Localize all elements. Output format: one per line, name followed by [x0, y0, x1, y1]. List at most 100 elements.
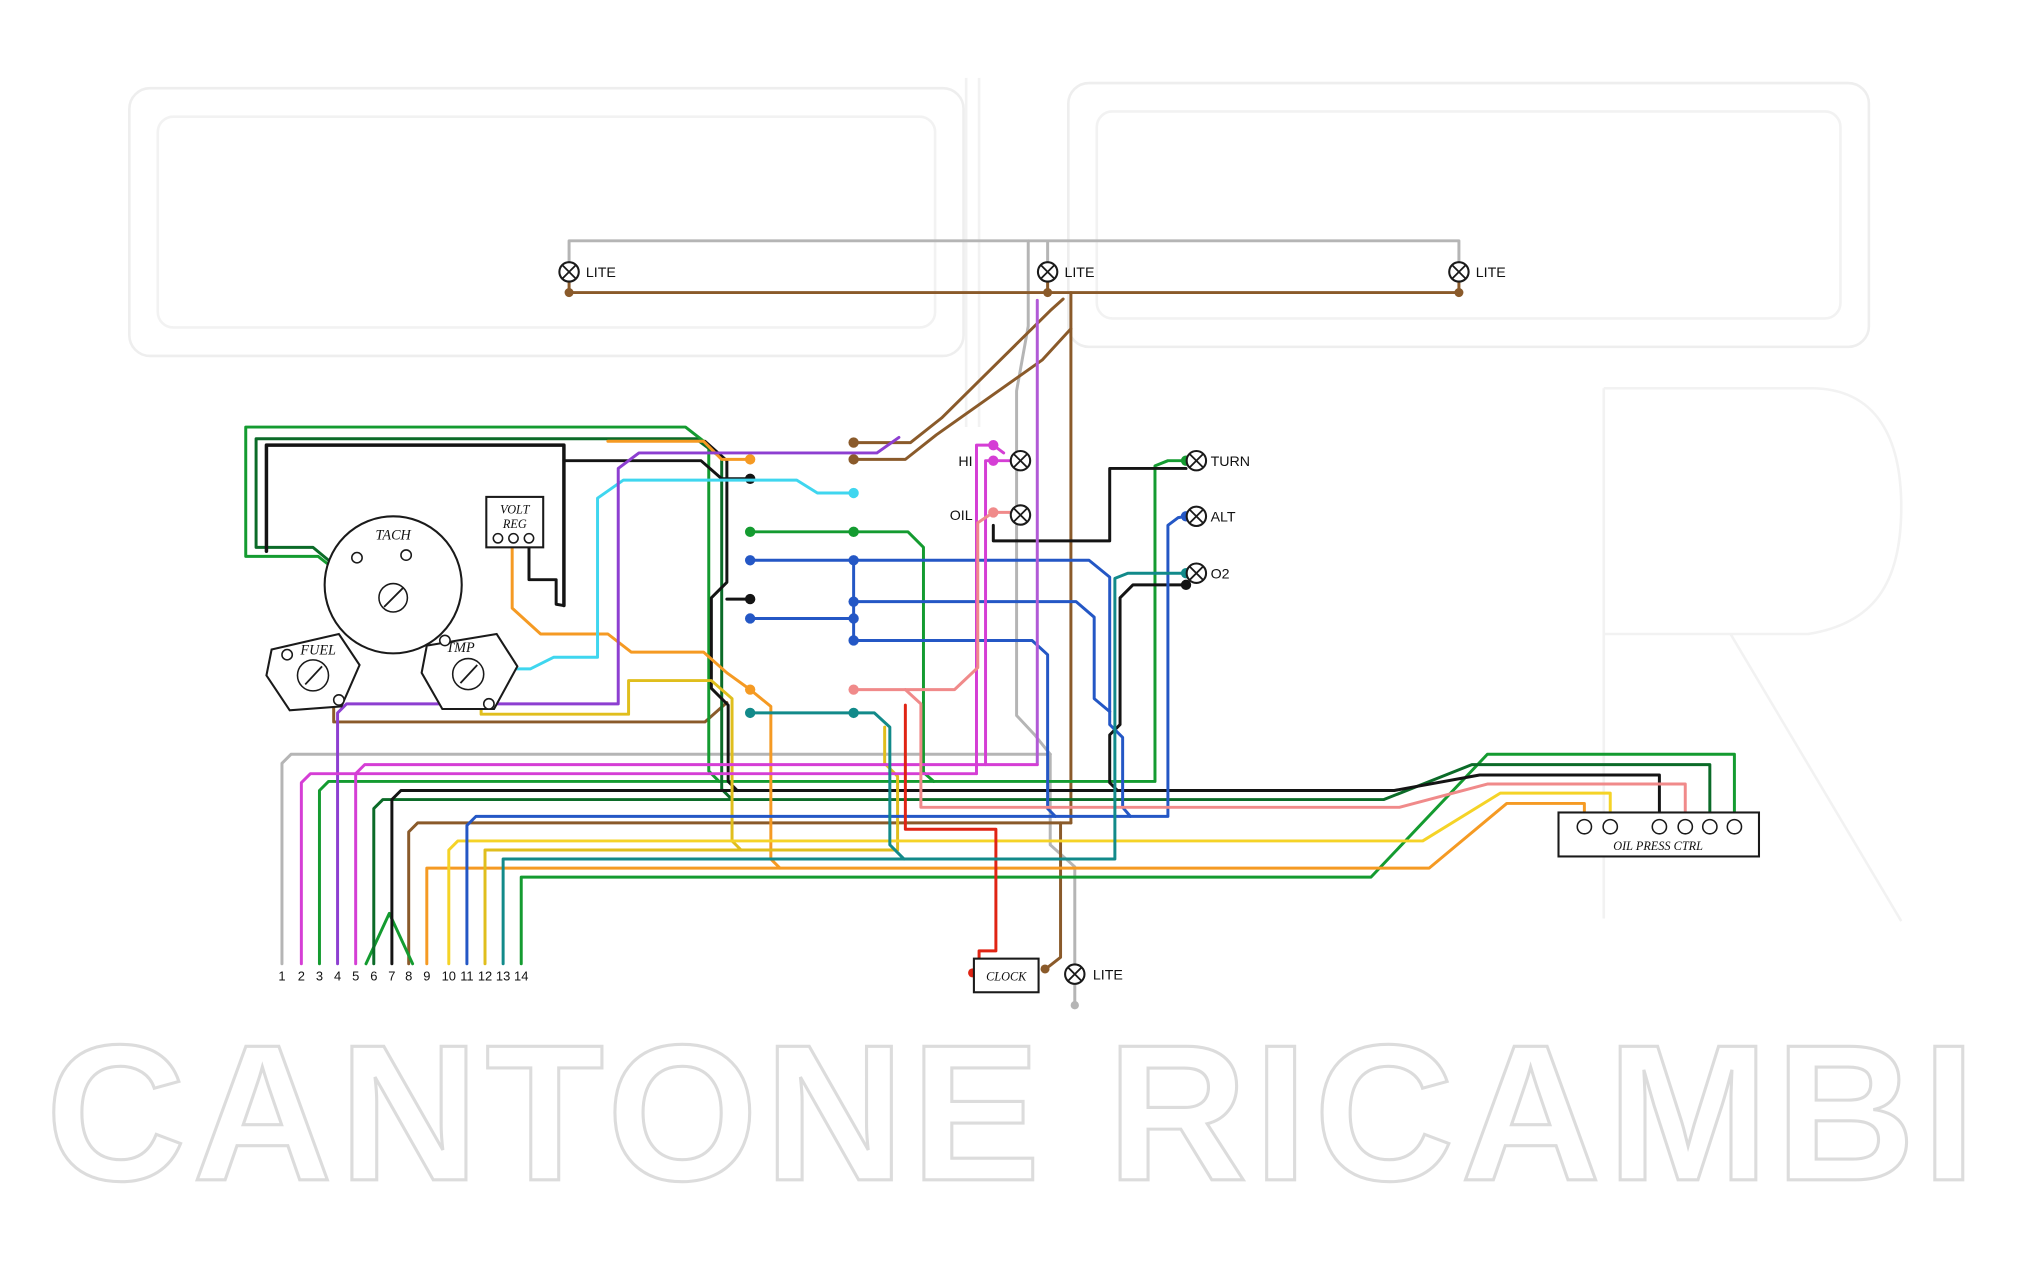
gauge-terminal — [351, 551, 363, 564]
terminal-number: 12 — [478, 969, 492, 984]
lamp-label: LITE — [1476, 265, 1506, 281]
lamp-label: LITE — [1093, 967, 1123, 983]
splice-dot — [564, 288, 574, 298]
wire-orange-from-voltreg — [510, 543, 752, 692]
wire-green-column-drop — [852, 530, 936, 783]
oil-press-terminal — [1726, 818, 1743, 835]
terminal-strip: 1 2 3 4 5 6 7 8 9 10 11 12 13 14 — [278, 969, 528, 984]
wire-black-oil-loop — [991, 466, 1188, 543]
splice-dot — [848, 613, 859, 624]
lamp-x-icon — [1188, 508, 1204, 524]
lamp-x-icon — [1040, 264, 1055, 280]
watermark-text: CANTONE RICAMBI — [46, 1005, 1982, 1222]
gauge-needle-icon — [383, 586, 405, 608]
splice-dot — [744, 593, 756, 605]
wire-orange-bundle-top — [606, 439, 752, 461]
gauge-fuel: FUEL — [265, 632, 361, 712]
splice-dot — [744, 707, 756, 719]
splice-dot — [1070, 1001, 1079, 1010]
splice-dot — [848, 437, 859, 448]
oil-press-terminal — [1576, 818, 1593, 835]
wire-green-to-oil-press — [519, 752, 1736, 966]
wires-green — [244, 425, 1736, 966]
oil-press-ctrl-unit: OIL PRESS CTRL — [1557, 811, 1761, 858]
ghost-outline-top-right — [1067, 81, 1871, 349]
terminal-number: 3 — [316, 969, 323, 984]
splice-dot — [988, 455, 999, 466]
splice-dot — [1180, 579, 1192, 591]
wire-magenta-riser-hi-1 — [984, 459, 1012, 767]
gauge-label: TACH — [376, 528, 412, 544]
wire-blue-column-c — [852, 600, 1112, 714]
gauge-label: FUEL — [299, 643, 336, 659]
splice-dot — [848, 707, 859, 719]
terminal-number: 5 — [352, 969, 359, 984]
lamp-x-icon — [561, 264, 577, 280]
wire-magenta-riser-hi-2 — [975, 443, 1006, 776]
wire-yellow-bus-to-oil-press — [447, 791, 1612, 966]
wire-darkgreen-to-oil-press — [372, 763, 1712, 966]
wires-salmon — [848, 507, 1687, 813]
gauge-tach: TACH — [323, 515, 463, 655]
gauge-terminal — [400, 549, 413, 562]
wire-black-bus-to-oil-press — [390, 773, 1661, 966]
gauge-label: TMP — [446, 640, 475, 656]
wire-brown-top-bus — [567, 280, 1461, 295]
wire-blue-bus-to-alt — [465, 514, 1188, 966]
splice-dot — [988, 507, 999, 518]
splice-dot — [1043, 288, 1053, 298]
splice-dot — [744, 555, 756, 566]
lamp-o2: O2 — [1185, 562, 1230, 584]
wire-teal-column-drop — [852, 711, 906, 861]
clock-body — [972, 957, 1040, 994]
lamp-x-icon — [1188, 565, 1204, 581]
gauge-tmp: TMP — [420, 632, 519, 711]
lamp-lite-3: LITE — [1448, 261, 1506, 283]
gauge-terminal — [281, 648, 294, 661]
wires-cyan — [513, 478, 859, 671]
wire-purple-terminal-4 — [336, 435, 901, 966]
lamp-label: LITE — [1064, 265, 1094, 281]
gauge-needle-icon — [304, 665, 323, 686]
lamp-alt: ALT — [1185, 505, 1236, 528]
lamp-x-icon — [1067, 966, 1083, 982]
lamp-x-icon — [1188, 453, 1204, 469]
voltreg-terminal — [523, 532, 535, 544]
splice-dot — [744, 454, 756, 465]
lamp-lite-1: LITE — [558, 261, 616, 283]
voltage-regulator: VOLT REG — [485, 495, 545, 549]
wires-purple — [336, 298, 1039, 966]
voltreg-terminal — [492, 532, 504, 544]
splice-dot — [1454, 288, 1464, 298]
wire-teal-bus-to-o2 — [501, 571, 1188, 966]
oil-press-terminal — [1651, 818, 1668, 835]
wires-blue — [465, 511, 1192, 966]
wire-red-to-clock — [903, 703, 998, 970]
terminal-number: 11 — [460, 969, 473, 984]
splice-dot — [848, 526, 859, 537]
splice-dot — [1040, 964, 1050, 974]
wire-gray-top-bus — [567, 239, 1461, 263]
wire-green-gauge-loop — [244, 425, 711, 573]
wire-blue-column-e — [852, 638, 1057, 818]
wire-orange-drop — [748, 688, 782, 870]
lamp-label: LITE — [586, 265, 616, 281]
ghost-outline-top-left — [128, 86, 965, 358]
splice-dot — [848, 454, 859, 465]
wire-black-o2-link — [1108, 583, 1188, 792]
splice-dot — [848, 487, 859, 499]
wire-green-to-turn-lamp — [317, 459, 1188, 966]
wire-cyan-to-tmp — [513, 478, 856, 671]
wire-black-tach-box — [264, 443, 566, 608]
lamp-hi: HI — [958, 449, 1032, 472]
clock-label: CLOCK — [986, 970, 1027, 984]
oil-press-terminal — [1602, 818, 1619, 835]
wire-brown-diagonal-2 — [852, 327, 1073, 461]
wire-gray-bus-terminal-1 — [280, 752, 1052, 966]
wire-black-voltreg-drop — [527, 543, 566, 608]
wire-gold-bus-terminal-12 — [483, 725, 900, 966]
wire-brown-bus-terminal-8 — [407, 821, 1073, 966]
gauge-terminal — [438, 634, 451, 647]
oil-press-terminal — [1677, 818, 1694, 835]
